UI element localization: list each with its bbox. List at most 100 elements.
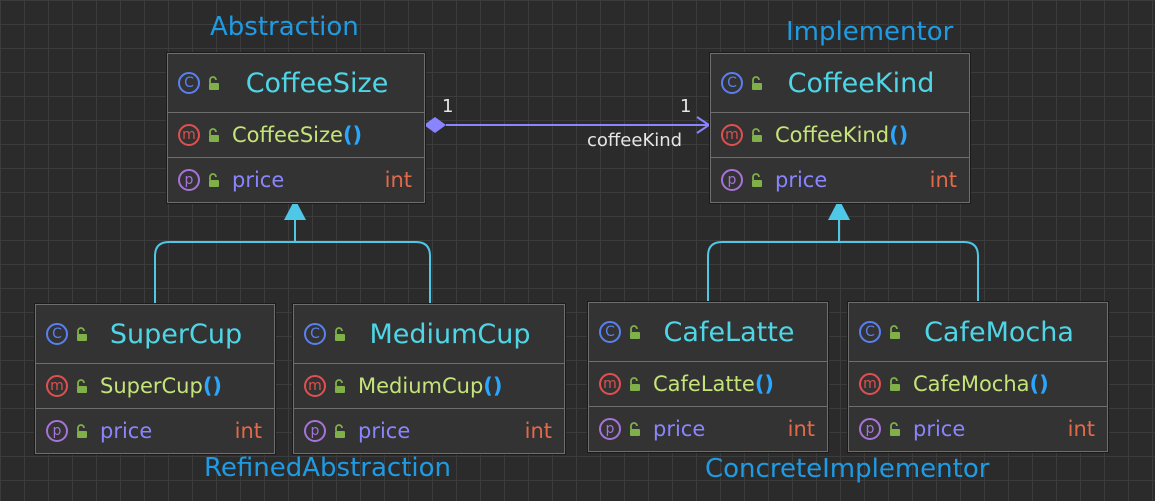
association-role-name: coffeeKind	[587, 130, 683, 151]
unlock-icon	[335, 327, 345, 341]
class-mediumcup[interactable]: C MediumCup m MediumCup() p price int	[293, 304, 565, 454]
property-row[interactable]: p price int	[36, 408, 274, 453]
method-icon: m	[178, 124, 200, 146]
class-header: C CoffeeSize	[168, 54, 424, 112]
unlock-icon	[752, 128, 762, 142]
inheritance-line-right	[707, 241, 979, 301]
class-cafelatte[interactable]: C CafeLatte m CafeLatte() p price int	[588, 302, 828, 452]
class-header: C SuperCup	[36, 305, 274, 363]
class-name: CafeMocha	[924, 316, 1074, 348]
class-icon: C	[599, 321, 621, 343]
association-connector	[424, 116, 711, 134]
property-type: int	[234, 419, 262, 443]
unlock-icon	[335, 379, 345, 393]
class-name: MediumCup	[369, 318, 531, 350]
property-row[interactable]: p price int	[294, 408, 564, 453]
property-icon: p	[599, 418, 621, 440]
method-row[interactable]: m CoffeeKind()	[711, 112, 969, 157]
method-parens: ()	[342, 123, 363, 147]
implementor-label: Implementor	[786, 17, 954, 47]
property-icon: p	[859, 418, 881, 440]
class-coffeesize[interactable]: C CoffeeSize m CoffeeSize() p price int	[167, 53, 425, 203]
unlock-icon	[77, 327, 87, 341]
property-icon: p	[304, 420, 326, 442]
association-arrowhead	[696, 116, 711, 134]
property-type: int	[384, 168, 412, 192]
class-icon: C	[859, 321, 881, 343]
property-name: price	[232, 168, 285, 192]
unlock-icon	[630, 325, 640, 339]
method-icon: m	[721, 124, 743, 146]
composition-diamond	[424, 117, 446, 133]
inheritance-arrow-left	[284, 199, 306, 220]
method-parens: ()	[889, 123, 909, 147]
method-parens: ()	[754, 372, 775, 396]
class-icon: C	[46, 323, 68, 345]
unlock-icon	[209, 173, 219, 187]
class-cafemocha[interactable]: C CafeMocha m CafeMocha() p price int	[848, 302, 1108, 452]
method-name: CoffeeSize	[232, 123, 343, 147]
method-row[interactable]: m CafeLatte()	[589, 361, 827, 406]
property-name: price	[775, 168, 828, 192]
method-parens: ()	[483, 374, 503, 398]
property-type: int	[1067, 417, 1095, 441]
method-icon: m	[859, 373, 881, 395]
method-parens: ()	[1029, 372, 1049, 396]
inheritance-arrow-right	[828, 199, 850, 220]
unlock-icon	[890, 422, 900, 436]
property-icon: p	[178, 169, 200, 191]
property-name: price	[358, 419, 411, 443]
method-row[interactable]: m CafeMocha()	[849, 361, 1107, 406]
method-name: SuperCup	[100, 374, 203, 398]
property-type: int	[787, 417, 815, 441]
unlock-icon	[752, 173, 762, 187]
unlock-icon	[335, 424, 345, 438]
inheritance-connector-left	[154, 199, 431, 303]
class-icon: C	[304, 323, 326, 345]
class-header: C MediumCup	[294, 305, 564, 363]
inheritance-line-left	[154, 241, 431, 303]
property-type: int	[524, 419, 552, 443]
method-row[interactable]: m CoffeeSize()	[168, 112, 424, 157]
unlock-icon	[209, 76, 219, 90]
unlock-icon	[890, 325, 900, 339]
unlock-icon	[890, 377, 900, 391]
class-coffeekind[interactable]: C CoffeeKind m CoffeeKind() p price int	[710, 53, 970, 203]
property-name: price	[100, 419, 153, 443]
class-supercup[interactable]: C SuperCup m SuperCup() p price int	[35, 304, 275, 454]
unlock-icon	[77, 379, 87, 393]
class-name: CoffeeSize	[245, 67, 389, 99]
class-name: CafeLatte	[663, 316, 795, 348]
property-row[interactable]: p price int	[589, 406, 827, 451]
class-header: C CoffeeKind	[711, 54, 969, 112]
property-row[interactable]: p price int	[711, 157, 969, 202]
class-icon: C	[178, 72, 200, 94]
refined-abstraction-label: RefinedAbstraction	[204, 453, 451, 483]
unlock-icon	[630, 377, 640, 391]
class-header: C CafeLatte	[589, 303, 827, 361]
method-row[interactable]: m MediumCup()	[294, 363, 564, 408]
method-name: CafeLatte	[653, 372, 755, 396]
association-source-multiplicity: 1	[442, 96, 454, 117]
method-name: MediumCup	[358, 374, 484, 398]
class-name: SuperCup	[109, 318, 243, 350]
method-icon: m	[304, 375, 326, 397]
unlock-icon	[209, 128, 219, 142]
method-icon: m	[599, 373, 621, 395]
unlock-icon	[752, 76, 762, 90]
method-name: CoffeeKind	[775, 123, 890, 147]
property-row[interactable]: p price int	[168, 157, 424, 202]
property-name: price	[653, 417, 706, 441]
method-name: CafeMocha	[913, 372, 1030, 396]
inheritance-connector-right	[707, 199, 979, 301]
method-icon: m	[46, 375, 68, 397]
class-icon: C	[721, 72, 743, 94]
property-row[interactable]: p price int	[849, 406, 1107, 451]
method-row[interactable]: m SuperCup()	[36, 363, 274, 408]
property-type: int	[929, 168, 957, 192]
association-target-multiplicity: 1	[680, 96, 692, 117]
abstraction-label: Abstraction	[210, 12, 359, 42]
property-name: price	[913, 417, 966, 441]
class-header: C CafeMocha	[849, 303, 1107, 361]
